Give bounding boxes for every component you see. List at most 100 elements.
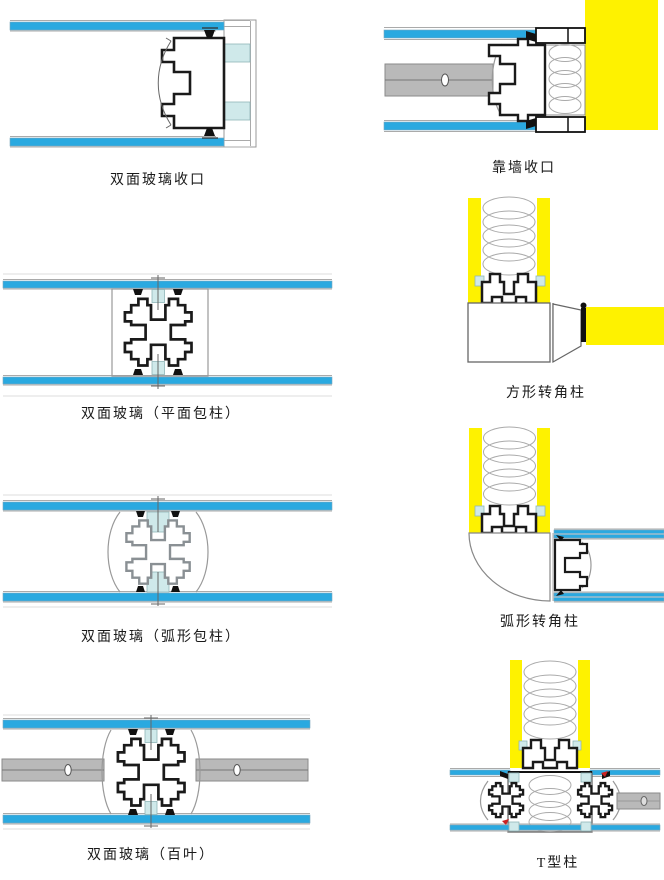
louver-blade <box>384 63 494 97</box>
glazing-clip <box>173 289 183 295</box>
insulation-coil <box>483 426 536 506</box>
glass-panel-bottom <box>2 591 333 603</box>
curved-column-wrap-drawing <box>2 494 333 608</box>
glass-panel-bottom <box>2 813 311 825</box>
clamp-knob <box>580 302 587 309</box>
caption-square-corner-column: 方形转角柱 <box>506 386 586 401</box>
glazing-clip <box>165 809 175 815</box>
corner-arc <box>468 532 554 602</box>
glazing-gasket <box>474 505 485 517</box>
glazing-gasket <box>508 821 520 832</box>
glass-panel-bottom <box>9 136 250 148</box>
glass-panel-top <box>2 279 333 290</box>
mullion-profile <box>553 538 589 592</box>
glass-panel-top <box>9 20 250 32</box>
insulation-coil <box>548 44 582 114</box>
glazing-clip <box>556 535 564 541</box>
insulation-box <box>544 44 586 116</box>
mullion-profile-right <box>576 781 614 819</box>
glazing-clip <box>133 289 143 295</box>
end-cap-channel <box>223 19 257 148</box>
glazing-clip <box>136 511 145 517</box>
detail-against-wall-end-cap <box>340 0 664 150</box>
insulation-coil-column <box>528 775 572 832</box>
insulation-coil-top <box>523 660 577 740</box>
glass-panel-top <box>2 718 311 730</box>
glazing-clip <box>171 586 180 592</box>
glass-panel-top-right <box>589 768 661 777</box>
glazing-clip <box>133 369 143 375</box>
cover-arc-left <box>101 729 112 815</box>
against-wall-end-cap-drawing <box>383 0 658 133</box>
glass-panel-bottom <box>449 823 661 832</box>
glazing-gasket <box>535 505 546 517</box>
flat-column-wrap-drawing <box>2 273 333 397</box>
double-glass-end-cap-drawing <box>9 19 257 148</box>
glazing-clip <box>165 729 175 735</box>
caption-t-column: T型柱 <box>536 856 580 871</box>
curved-corner-column-drawing <box>468 426 664 603</box>
caption-curved-corner-column: 弧形转角柱 <box>500 615 580 630</box>
caption-curved-column-wrap: 双面玻璃（弧形包柱） <box>81 630 241 645</box>
column-cover <box>111 288 209 377</box>
glass-wall-left <box>510 660 522 768</box>
screw-axis <box>151 275 165 389</box>
glass-wall-right <box>578 660 590 768</box>
glass-wall-left <box>468 198 481 303</box>
glazing-clip <box>136 586 145 592</box>
aluminium-profile-top <box>521 738 579 770</box>
glazing-clip <box>171 511 180 517</box>
detail-flat-column-wrap <box>0 272 335 400</box>
t-column-drawing <box>449 660 661 833</box>
arrow-mark <box>601 771 608 777</box>
detail-t-column <box>448 658 664 840</box>
glass-wall-right <box>537 198 550 303</box>
screw-axis <box>144 715 158 828</box>
glazing-clip <box>500 771 508 779</box>
aluminium-column-profile <box>116 737 186 807</box>
aluminium-profile <box>160 36 226 130</box>
aluminium-profile <box>480 272 538 305</box>
glass-panel-top <box>2 500 333 512</box>
glazing-gasket <box>508 772 520 783</box>
glazing-clip <box>556 590 564 596</box>
curved-cover-right <box>195 511 209 593</box>
glass-panel-top <box>553 528 664 540</box>
clamp-bar <box>581 308 586 342</box>
glass-panel-bottom <box>383 120 537 132</box>
louver-blade-left <box>1 758 105 782</box>
detail-curved-column-wrap <box>0 494 335 614</box>
caption-double-glass-end-cap: 双面玻璃收口 <box>110 173 206 188</box>
glazing-clip <box>173 369 183 375</box>
glazing-gasket <box>580 821 592 832</box>
double-glass-louver-drawing <box>1 714 311 830</box>
aluminium-profile <box>487 37 547 123</box>
cover-arc-right <box>190 729 201 815</box>
glass-wall-right <box>537 428 550 533</box>
square-corner-column-drawing <box>467 196 664 364</box>
glass-panel-top <box>383 27 537 40</box>
detail-double-glass-louver <box>0 714 335 834</box>
curved-cover-left <box>107 511 121 593</box>
caption-flat-column-wrap: 双面玻璃（平面包柱） <box>81 407 241 422</box>
sill-channel <box>535 116 586 133</box>
aluminium-column-profile <box>123 297 193 367</box>
glazing-gasket <box>535 275 546 287</box>
glazing-gasket <box>580 772 592 783</box>
corner-box <box>467 302 582 364</box>
caption-double-glass-louver: 双面玻璃（百叶） <box>87 848 215 863</box>
glazing-gasket <box>223 101 251 121</box>
louver-blade-right <box>195 758 309 782</box>
glazing-clip <box>526 118 536 129</box>
glass-panel-bottom <box>553 591 664 603</box>
aluminium-column-profile <box>125 519 191 585</box>
glazing-clip <box>526 31 536 42</box>
louver-blade <box>616 792 661 810</box>
detail-double-glass-end-cap <box>8 8 260 158</box>
glazing-clip <box>128 809 138 815</box>
glazing-clip <box>204 30 215 38</box>
glass-wall-return <box>586 307 664 345</box>
wall-block <box>585 0 658 130</box>
caption-against-wall-end-cap: 靠墙收口 <box>492 161 556 176</box>
glass-wall-left <box>469 428 482 533</box>
